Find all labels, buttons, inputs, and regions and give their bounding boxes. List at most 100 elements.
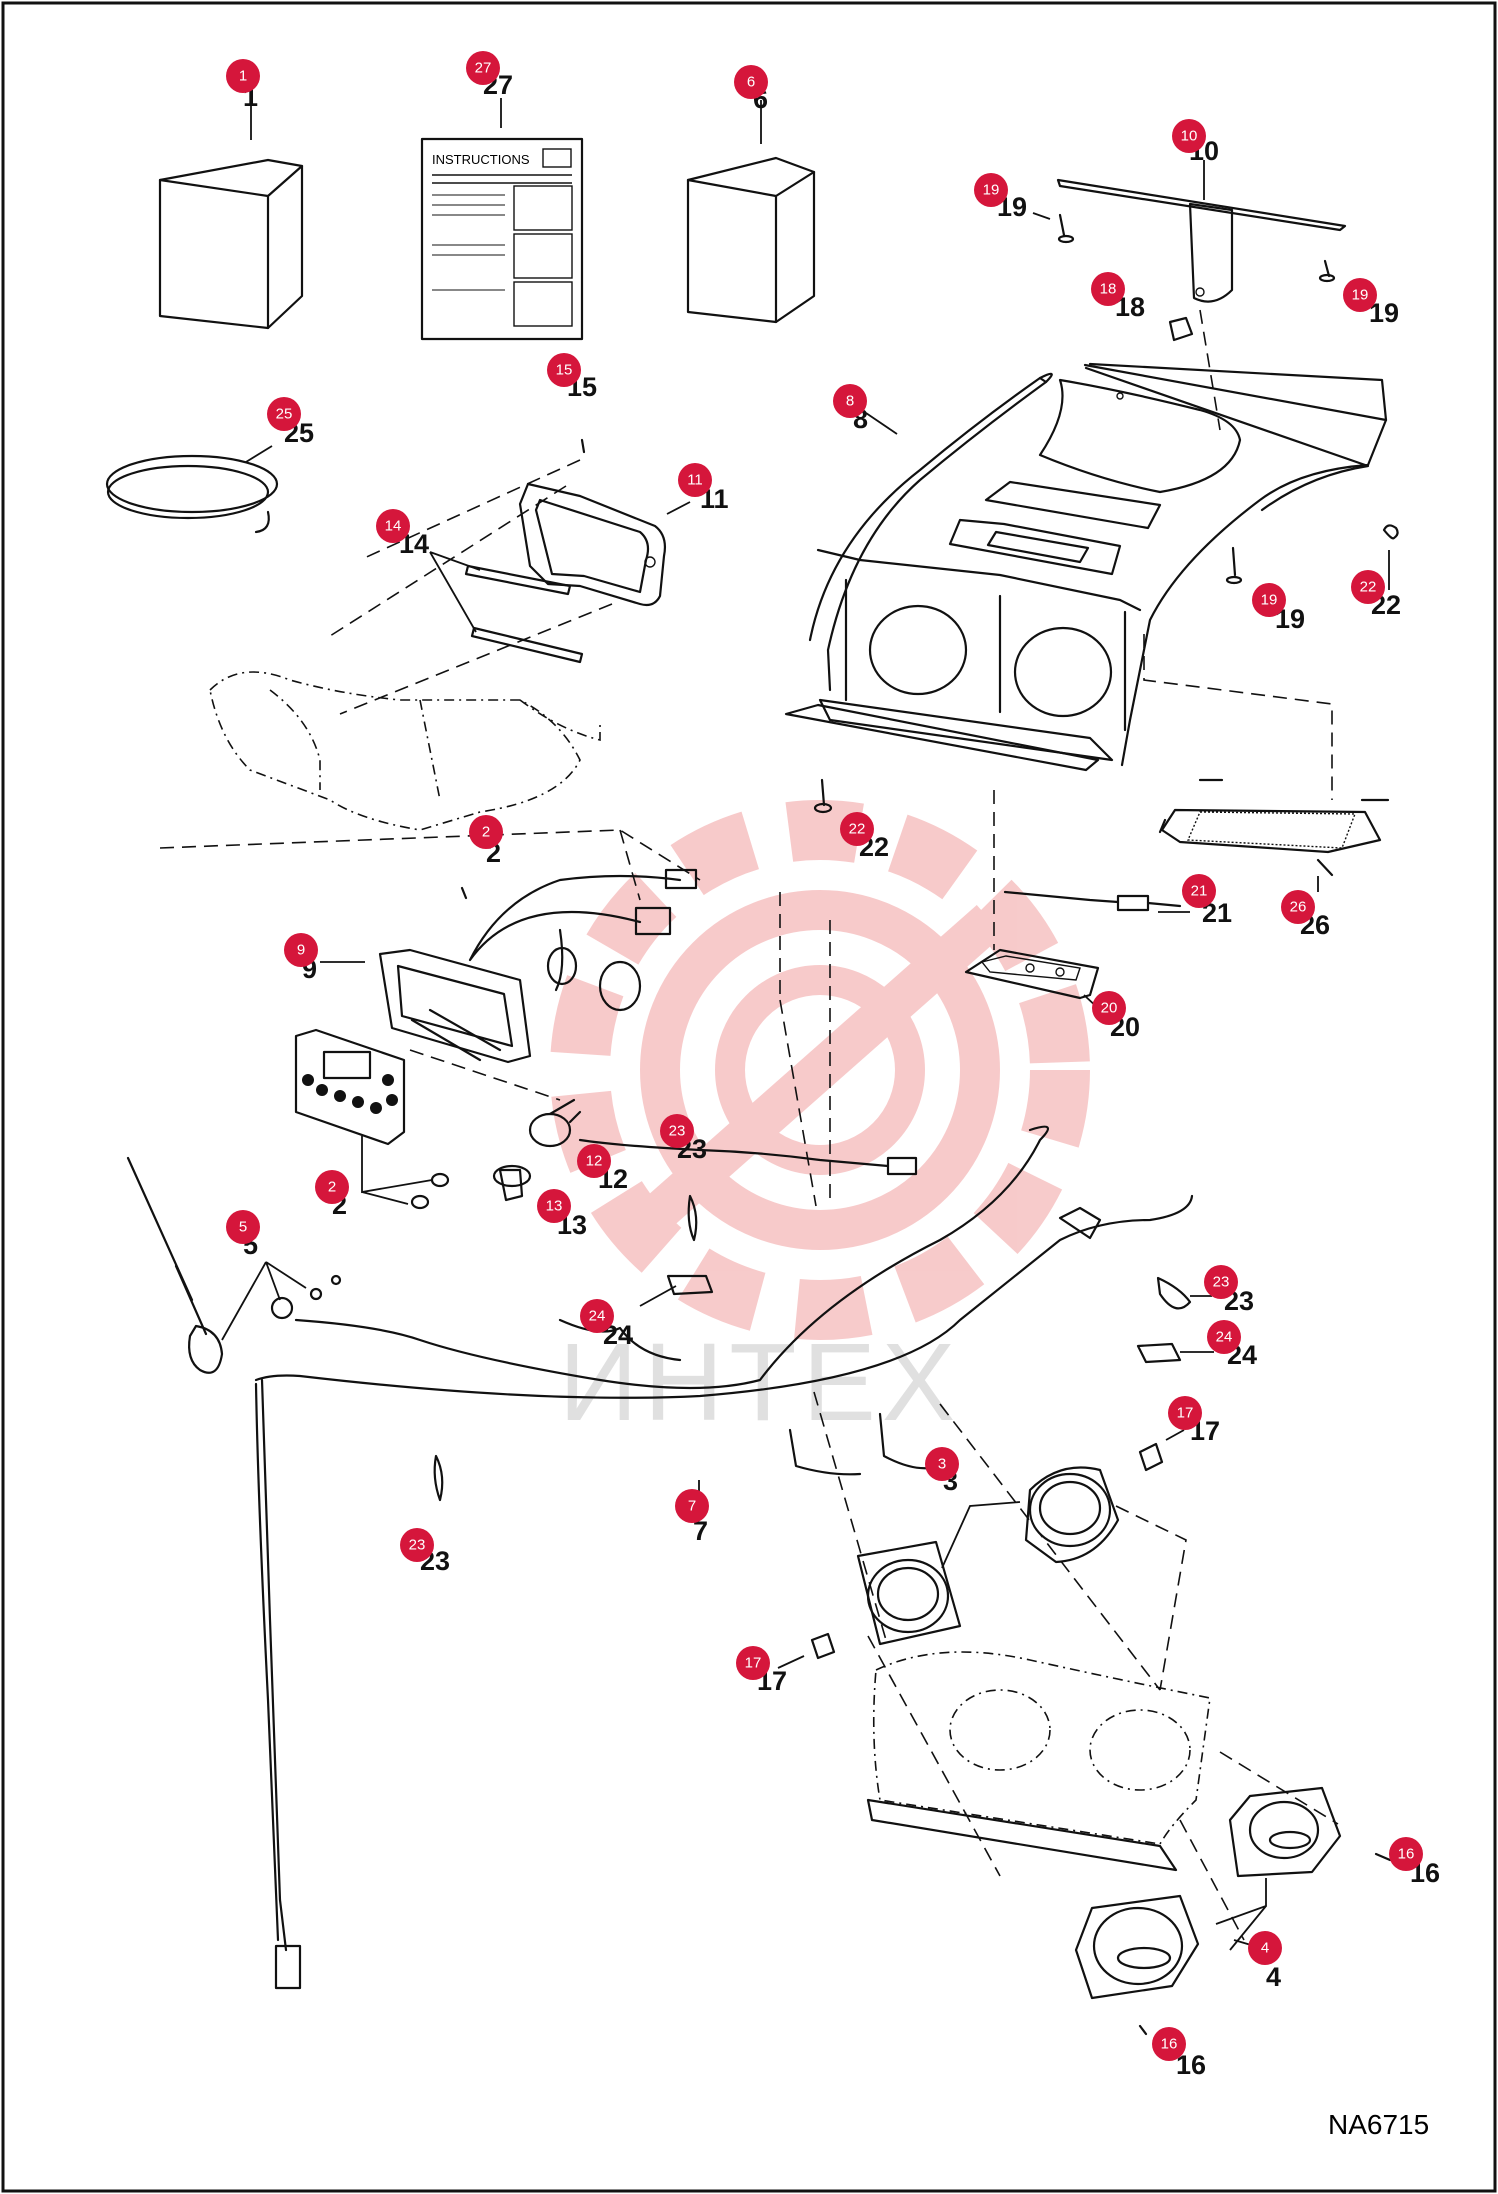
part-27-instructions: INSTRUCTIONS (420, 137, 584, 341)
badge-22-left[interactable]: 22 (840, 812, 874, 846)
svg-text:9: 9 (297, 942, 305, 959)
part-20-module (964, 948, 1100, 1000)
dash-panel-reference (209, 671, 601, 831)
part-4-grill-left (1074, 1894, 1200, 2000)
badge-19-housing[interactable]: 19 (1252, 583, 1286, 617)
svg-text:8: 8 (846, 393, 854, 410)
badge-16-lower[interactable]: 16 (1152, 2027, 1186, 2061)
badge-26[interactable]: 26 (1281, 890, 1315, 924)
badge-2-upper[interactable]: 2 (469, 815, 503, 849)
svg-text:19: 19 (1352, 287, 1369, 304)
svg-text:16: 16 (1398, 1846, 1415, 1863)
badge-23-left[interactable]: 23 (400, 1528, 434, 1562)
svg-text:1: 1 (239, 68, 247, 85)
svg-text:22: 22 (849, 821, 866, 838)
svg-text:16: 16 (1161, 2036, 1178, 2053)
svg-text:2: 2 (328, 1179, 336, 1196)
part-16-screw-right (1374, 1852, 1392, 1862)
callout-badges: 1 27 6 10 19 19 18 8 25 15 11 14 19 22 2… (226, 51, 1423, 2061)
badge-15[interactable]: 15 (547, 353, 581, 387)
part-18-clip (1168, 316, 1194, 342)
number-7: 7 (693, 1516, 708, 1546)
svg-text:21: 21 (1191, 883, 1208, 900)
part-5-antenna (126, 1156, 342, 1374)
badge-9[interactable]: 9 (284, 933, 318, 967)
badge-24-center[interactable]: 24 (580, 1299, 614, 1333)
part-14-strip-upper (464, 564, 572, 596)
badge-23-right[interactable]: 23 (1204, 1265, 1238, 1299)
part-25-hose (105, 454, 279, 534)
svg-text:4: 4 (1261, 1940, 1269, 1957)
svg-text:22: 22 (1360, 579, 1377, 596)
part-13-connector (492, 1164, 532, 1202)
svg-text:17: 17 (1177, 1405, 1194, 1422)
badge-12[interactable]: 12 (577, 1144, 611, 1178)
svg-text:24: 24 (1216, 1329, 1233, 1346)
svg-text:19: 19 (983, 182, 1000, 199)
part-3-speaker-lower (856, 1540, 962, 1646)
badge-25[interactable]: 25 (267, 397, 301, 431)
part-19-screw-housing (1225, 546, 1243, 585)
svg-text:3: 3 (938, 1456, 946, 1473)
part-12-fuse-holder (528, 1098, 582, 1148)
badge-2-lower[interactable]: 2 (315, 1170, 349, 1204)
instructions-sheet-title: INSTRUCTIONS (432, 152, 530, 167)
part-23-tie-left (433, 1454, 444, 1502)
badge-19-right[interactable]: 19 (1343, 278, 1377, 312)
badge-4[interactable]: 4 (1248, 1931, 1282, 1965)
part-16-screw-lower (1138, 2024, 1148, 2036)
svg-text:10: 10 (1181, 128, 1198, 145)
badge-3[interactable]: 3 (925, 1447, 959, 1481)
badge-22-right[interactable]: 22 (1351, 570, 1385, 604)
badge-13[interactable]: 13 (537, 1189, 571, 1223)
badge-19-left[interactable]: 19 (974, 173, 1008, 207)
svg-text:23: 23 (669, 1123, 686, 1140)
part-14-strip-lower (470, 626, 584, 664)
badge-17-lower[interactable]: 17 (736, 1646, 770, 1680)
part-3-speaker-upper (1024, 1466, 1120, 1564)
svg-text:24: 24 (589, 1308, 606, 1325)
badge-23-center[interactable]: 23 (660, 1114, 694, 1148)
badge-17-upper[interactable]: 17 (1168, 1396, 1202, 1430)
badge-21[interactable]: 21 (1182, 874, 1216, 908)
svg-text:6: 6 (747, 74, 755, 91)
badge-27[interactable]: 27 (466, 51, 500, 85)
badge-11[interactable]: 11 (678, 463, 712, 497)
badge-6[interactable]: 6 (734, 65, 768, 99)
svg-text:23: 23 (1213, 1274, 1230, 1291)
part-19-screw-right (1318, 259, 1336, 283)
svg-text:11: 11 (687, 472, 703, 489)
badge-14[interactable]: 14 (376, 509, 410, 543)
part-8-console-housing (784, 362, 1388, 772)
part-6-box (686, 156, 816, 324)
badge-7[interactable]: 7 (675, 1489, 709, 1523)
svg-text:20: 20 (1101, 1000, 1118, 1017)
badge-18[interactable]: 18 (1091, 272, 1125, 306)
part-17-clip-upper (1138, 1442, 1164, 1472)
svg-text:23: 23 (409, 1537, 426, 1554)
svg-text:12: 12 (586, 1153, 603, 1170)
svg-text:17: 17 (745, 1655, 762, 1672)
svg-text:14: 14 (385, 518, 402, 535)
badge-10[interactable]: 10 (1172, 119, 1206, 153)
svg-text:13: 13 (546, 1198, 563, 1215)
part-15-screw (580, 438, 586, 454)
badge-24-right[interactable]: 24 (1207, 1320, 1241, 1354)
badge-16-right[interactable]: 16 (1389, 1837, 1423, 1871)
badge-5[interactable]: 5 (226, 1210, 260, 1244)
badge-1[interactable]: 1 (226, 59, 260, 93)
part-11-bezel (518, 482, 667, 607)
svg-text:25: 25 (276, 406, 293, 423)
svg-text:2: 2 (482, 824, 490, 841)
part-9-radio-mount (378, 948, 532, 1064)
part-7-harness (254, 1125, 1194, 1990)
watermark-logo (550, 800, 1090, 1340)
part-22-rivet-left (813, 778, 833, 814)
part-22-rivet-right (1382, 524, 1399, 540)
badge-20[interactable]: 20 (1092, 991, 1126, 1025)
part-2-nuts (410, 1172, 450, 1210)
svg-text:26: 26 (1290, 899, 1307, 916)
badge-8[interactable]: 8 (833, 384, 867, 418)
